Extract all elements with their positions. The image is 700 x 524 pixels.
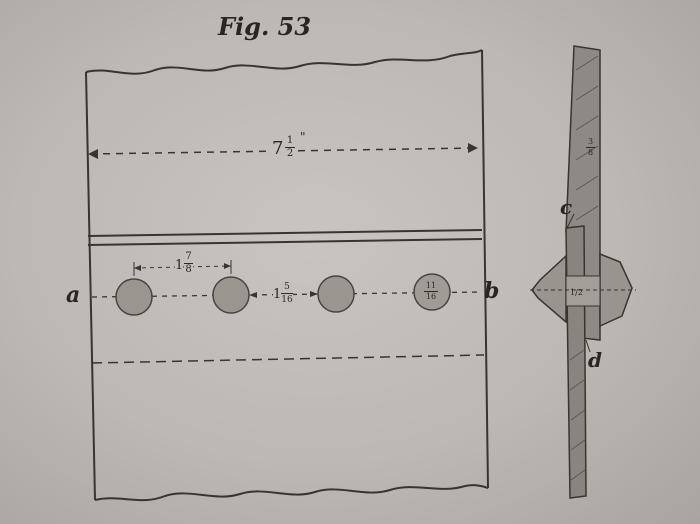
section-thickness-label: 3 8 (586, 138, 595, 157)
section-rivet-label: 1/2 (570, 288, 583, 297)
pitch-fraction: 7 8 (184, 252, 193, 275)
rivet-diameter-num: 11 (425, 281, 437, 290)
figure-title: Fig. 53 (218, 12, 312, 41)
gap-fraction-den: 16 (281, 295, 293, 305)
rivet-diameter-den: 16 (425, 292, 437, 301)
section-rivet-head-left (531, 254, 567, 324)
rivet-3 (317, 275, 355, 313)
section-rivet-shank (565, 275, 601, 307)
rivet-1 (115, 278, 153, 316)
width-arrow-left (88, 149, 98, 159)
plate-left-edge (85, 71, 96, 501)
section-view (530, 45, 636, 499)
rivet-2 (212, 276, 250, 314)
plate-right-edge (481, 49, 489, 489)
width-unit: " (300, 130, 306, 144)
lap-edge-lower (87, 238, 483, 246)
gap-arrow-right (310, 291, 318, 297)
rivet-4 (413, 273, 451, 311)
width-fraction-den: 2 (286, 148, 294, 159)
bottom-break-line (94, 484, 489, 502)
label-c: c (560, 195, 573, 219)
width-dimension-label: 7 (270, 138, 286, 159)
hidden-lap-edge (91, 354, 485, 364)
section-lower-plate (565, 225, 587, 499)
section-thickness-den: 8 (587, 148, 594, 157)
label-a: a (66, 282, 81, 308)
pitch-arrow-right (224, 263, 231, 269)
pitch-fraction-num: 7 (185, 251, 192, 262)
lap-edge-upper (87, 229, 483, 237)
pitch-fraction-den: 8 (185, 264, 192, 275)
label-b: b (484, 278, 500, 304)
gap-fraction-num: 5 (284, 282, 290, 292)
leader-c (565, 213, 575, 231)
leader-d (585, 339, 591, 353)
section-thickness-num: 3 (587, 137, 594, 146)
width-arrow-right (468, 143, 478, 153)
pitch-whole: 1 (175, 258, 184, 273)
width-whole: 7 (272, 138, 284, 159)
rivet-diameter-label: 11 16 (424, 282, 438, 301)
gap-fraction: 5 16 (281, 282, 293, 305)
width-fraction-num: 1 (286, 135, 294, 146)
gap-whole: 1 (273, 287, 282, 302)
label-d: d (588, 348, 602, 372)
top-break-line (85, 49, 483, 75)
pitch-arrow-left (134, 265, 141, 271)
gap-arrow-left (249, 292, 257, 298)
section-hatching (569, 55, 599, 481)
width-fraction: 1 2 (285, 136, 295, 159)
